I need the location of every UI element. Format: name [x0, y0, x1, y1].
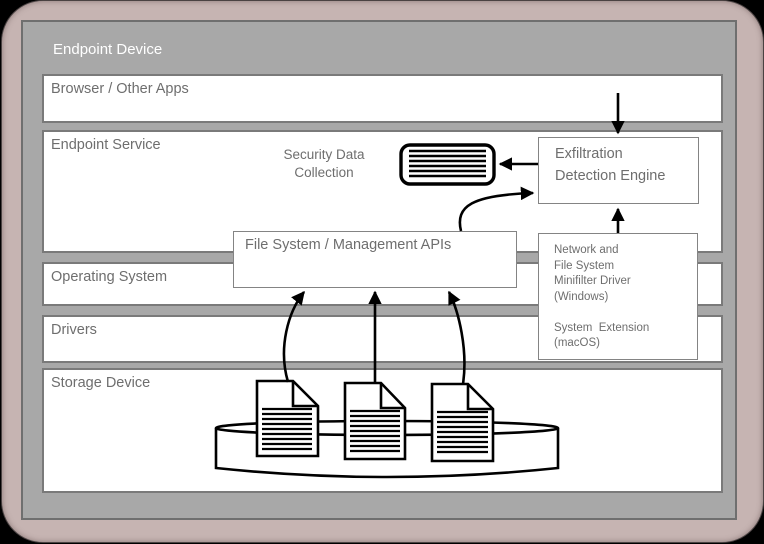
layer-label: Endpoint Service — [51, 137, 161, 153]
security-data-collection-label: Security Data Collection — [283, 147, 365, 180]
layer-label: Browser / Other Apps — [51, 81, 189, 97]
layer-label: Drivers — [51, 322, 97, 338]
endpoint-device-title: Endpoint Device — [53, 41, 163, 58]
layer-browser-other-apps: Browser / Other Apps — [42, 74, 723, 123]
box-minifilter-driver: Network and File System Minifilter Drive… — [538, 233, 698, 360]
layer-label: Operating System — [51, 269, 168, 285]
box-file-system-apis: File System / Management APIs — [233, 231, 517, 288]
layer-label: Storage Device — [51, 375, 151, 391]
box-exfiltration-detection-engine: Exfiltration Detection Engine — [538, 137, 699, 204]
layer-storage-device: Storage Device — [42, 368, 723, 493]
